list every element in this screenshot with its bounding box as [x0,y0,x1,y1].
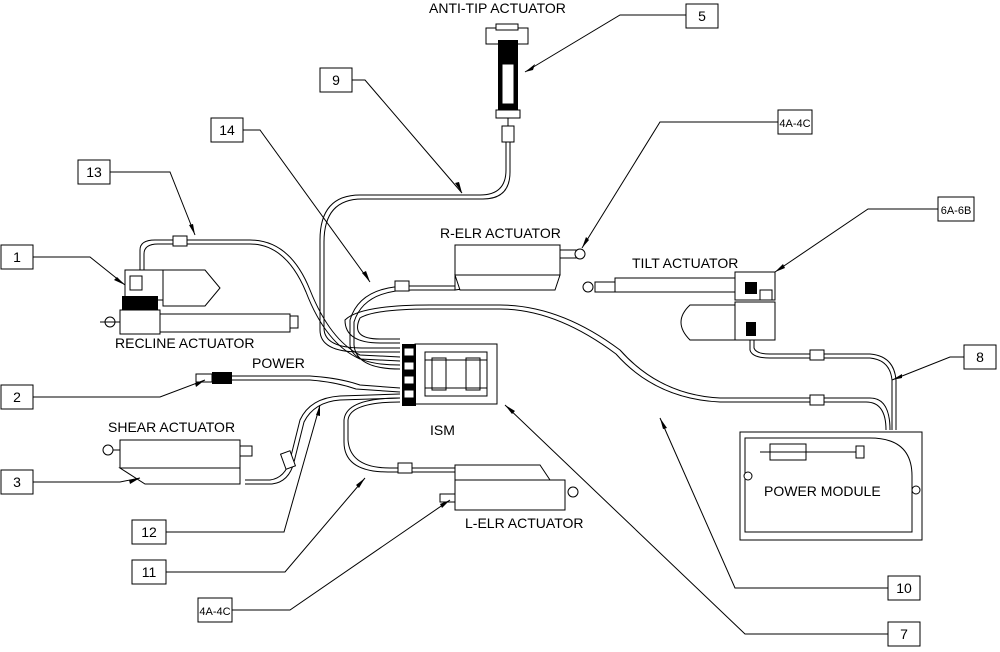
recline-actuator: RECLINE ACTUATOR [100,269,299,351]
power-module-label: POWER MODULE [764,483,881,499]
callout-leaders [33,14,964,635]
callout-14-text: 14 [219,122,235,138]
callout-6a-6b-text: 6A-6B [941,205,972,217]
callout-6a-6b: 6A-6B [937,196,975,222]
anti-tip-label: ANTI-TIP ACTUATOR [429,0,566,16]
ism-module: ISM [402,343,498,438]
shear-label: SHEAR ACTUATOR [108,419,235,435]
power-connector: POWER [195,355,305,384]
callout-8-text: 8 [976,349,984,365]
callout-3-text: 3 [13,474,21,490]
l-elr-actuator: L-ELR ACTUATOR [439,464,584,531]
r-elr-actuator: R-ELR ACTUATOR [440,225,586,291]
callout-13: 13 [77,159,111,185]
shear-actuator: SHEAR ACTUATOR [102,419,253,485]
callout-4a-4c-top: 4A-4C [777,109,813,135]
callout-4a-4c-bottom: 4A-4C [197,597,233,623]
cables [139,125,897,485]
tilt-actuator: TILT ACTUATOR [582,255,776,341]
callout-14: 14 [210,117,244,143]
ism-label: ISM [430,422,455,438]
callout-3: 3 [0,469,34,495]
callout-1-text: 1 [13,249,21,265]
callout-11-text: 11 [142,564,157,580]
callout-4a-4c-top-text: 4A-4C [779,118,810,130]
callout-1: 1 [0,244,34,270]
power-label: POWER [252,355,305,371]
callout-12: 12 [131,519,167,545]
callout-13-text: 13 [86,164,102,180]
callout-9-text: 9 [332,72,340,88]
recline-label: RECLINE ACTUATOR [115,335,255,351]
callout-8: 8 [963,344,997,370]
callout-10: 10 [887,575,921,601]
callout-4a-4c-bottom-text: 4A-4C [199,606,230,618]
l-elr-label: L-ELR ACTUATOR [465,515,584,531]
callout-7: 7 [887,621,921,647]
callout-11: 11 [131,559,167,585]
callout-10-text: 10 [896,580,912,596]
anti-tip-actuator: ANTI-TIP ACTUATOR [429,0,566,126]
tilt-label: TILT ACTUATOR [632,255,738,271]
power-module: POWER MODULE [739,431,923,541]
callout-2-text: 2 [13,389,21,405]
callout-9: 9 [319,67,353,93]
callout-2: 2 [0,384,34,410]
callout-12-text: 12 [141,524,157,540]
callout-5-text: 5 [698,8,706,24]
r-elr-label: R-ELR ACTUATOR [440,225,561,241]
callout-7-text: 7 [900,626,908,642]
callout-5: 5 [685,3,719,29]
